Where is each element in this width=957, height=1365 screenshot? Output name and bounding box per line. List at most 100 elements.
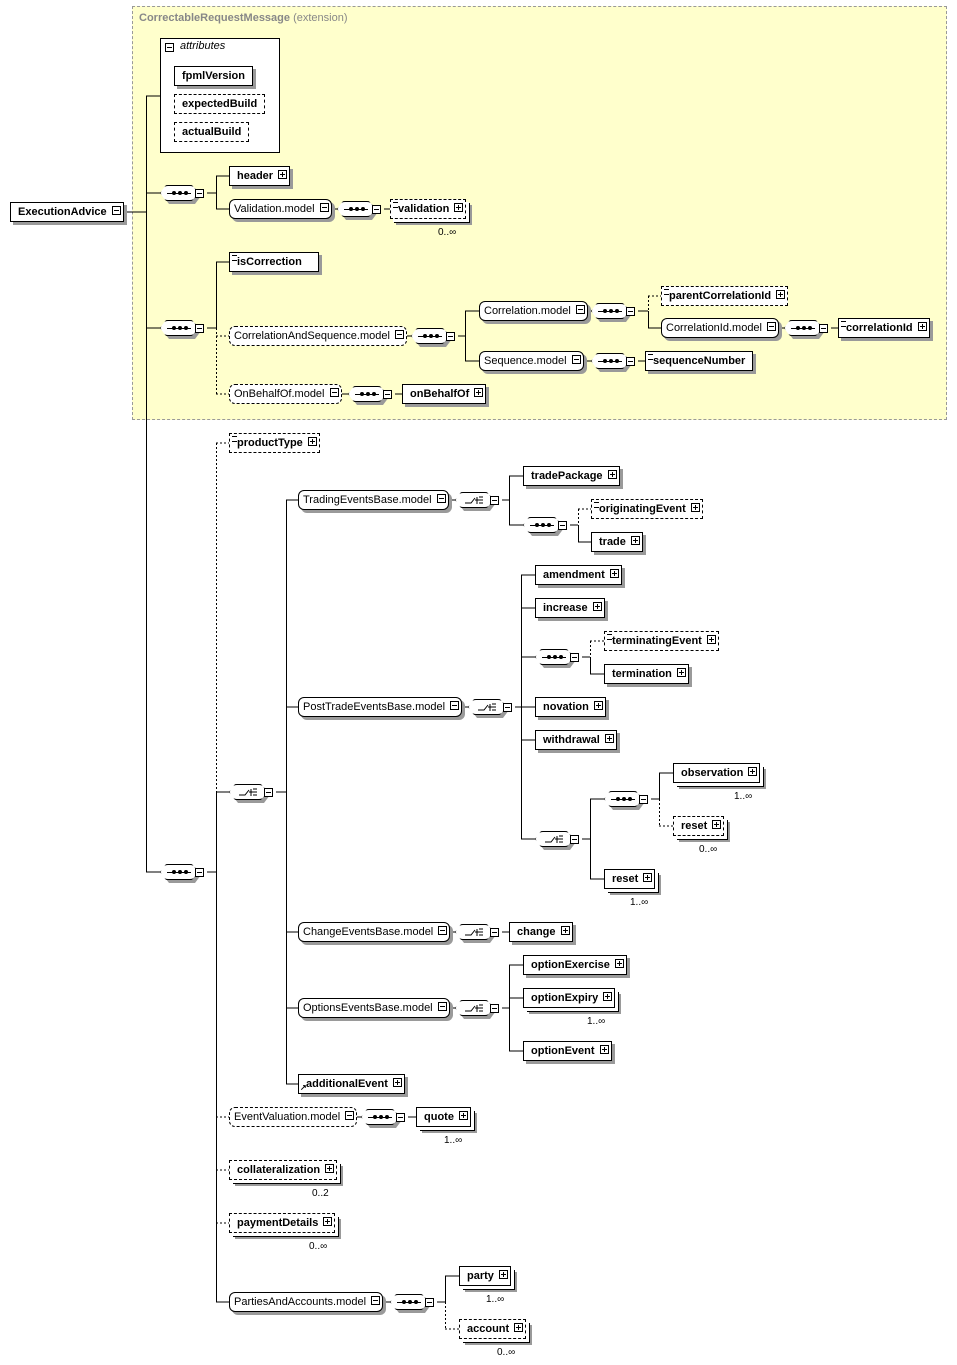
expand-icon[interactable]: [560, 926, 570, 935]
collapse-icon[interactable]: [626, 357, 635, 366]
collapse-icon[interactable]: [570, 653, 579, 662]
collapse-icon[interactable]: [195, 189, 204, 198]
element-productType[interactable]: productType: [229, 433, 320, 453]
group-post-trade-events-model[interactable]: PostTradeEventsBase.model: [298, 697, 463, 717]
element-quote[interactable]: quote: [416, 1107, 471, 1127]
element-change[interactable]: change: [509, 922, 573, 942]
expand-icon[interactable]: [614, 959, 624, 968]
expand-icon[interactable]: [776, 290, 786, 299]
collapse-icon[interactable]: [571, 355, 581, 364]
element-party[interactable]: party: [459, 1266, 511, 1286]
expand-icon[interactable]: [604, 734, 614, 743]
expand-icon[interactable]: [609, 569, 619, 578]
expand-icon[interactable]: [706, 635, 716, 644]
collapse-icon[interactable]: [639, 795, 648, 804]
choice-compositor[interactable]: [455, 924, 499, 946]
collapse-icon[interactable]: [436, 494, 446, 503]
group-onBehalfOf-model[interactable]: OnBehalfOf.model: [229, 384, 342, 404]
group-correlation-and-sequence-model[interactable]: CorrelationAndSequence.model: [229, 326, 407, 346]
group-options-events-model[interactable]: OptionsEventsBase.model: [298, 998, 450, 1018]
choice-compositor[interactable]: [455, 1000, 499, 1022]
root-element[interactable]: ExecutionAdvice: [10, 202, 124, 222]
element-optionEvent[interactable]: optionEvent: [523, 1041, 612, 1061]
collapse-icon[interactable]: [446, 332, 455, 341]
sequence-compositor[interactable]: [361, 1109, 405, 1131]
expand-icon[interactable]: [474, 388, 484, 397]
collapse-icon[interactable]: [490, 1004, 499, 1013]
sequence-compositor[interactable]: [604, 791, 648, 813]
element-amendment[interactable]: amendment: [535, 565, 622, 585]
element-optionExercise[interactable]: optionExercise: [523, 955, 627, 975]
expand-icon[interactable]: [392, 1078, 402, 1087]
expand-icon[interactable]: [325, 1164, 335, 1173]
collapse-icon[interactable]: [490, 496, 499, 505]
element-additionalEvent[interactable]: ↗additionalEvent: [298, 1074, 405, 1094]
expand-icon[interactable]: [307, 437, 317, 446]
element-tradePackage[interactable]: tradePackage: [523, 466, 620, 486]
expand-icon[interactable]: [676, 668, 686, 677]
element-paymentDetails[interactable]: paymentDetails: [229, 1213, 336, 1233]
sequence-compositor[interactable]: [337, 201, 381, 223]
attribute-expectedBuild[interactable]: expectedBuild: [174, 94, 266, 114]
collapse-icon[interactable]: [819, 324, 828, 333]
group-trading-events-model[interactable]: TradingEventsBase.model: [298, 490, 449, 510]
element-observation[interactable]: observation: [673, 763, 761, 783]
choice-compositor[interactable]: [535, 831, 579, 853]
expand-icon[interactable]: [514, 1323, 524, 1332]
collapse-icon[interactable]: [438, 926, 448, 935]
sequence-compositor[interactable]: [591, 353, 635, 375]
group-sequence-model[interactable]: Sequence.model: [479, 351, 584, 371]
collapse-icon[interactable]: [575, 305, 585, 314]
element-termination[interactable]: termination: [604, 664, 689, 684]
collapse-icon[interactable]: [767, 322, 776, 331]
element-onBehalfOf[interactable]: onBehalfOf: [402, 384, 487, 404]
attribute-fpmlVersion[interactable]: fpmlVersion: [174, 66, 253, 86]
attribute-actualBuild[interactable]: actualBuild: [174, 122, 250, 142]
collapse-icon[interactable]: [490, 928, 499, 937]
expand-icon[interactable]: [593, 701, 603, 710]
expand-icon[interactable]: [454, 203, 464, 212]
collapse-icon[interactable]: [264, 788, 273, 797]
collapse-icon[interactable]: [570, 835, 579, 844]
collapse-icon[interactable]: [195, 868, 204, 877]
sequence-compositor[interactable]: [523, 517, 567, 539]
sequence-compositor[interactable]: [411, 328, 455, 350]
expand-icon[interactable]: [498, 1270, 508, 1279]
sequence-compositor[interactable]: [535, 649, 579, 671]
element-increase[interactable]: increase: [535, 598, 605, 618]
expand-icon[interactable]: [607, 470, 617, 479]
collapse-icon[interactable]: [383, 390, 392, 399]
element-account[interactable]: account: [459, 1319, 527, 1339]
collapse-icon[interactable]: [626, 307, 635, 316]
expand-icon[interactable]: [690, 503, 700, 512]
collapse-icon[interactable]: [372, 205, 381, 214]
group-event-valuation-model[interactable]: EventValuation.model: [229, 1107, 358, 1127]
choice-compositor[interactable]: [229, 784, 273, 806]
expand-icon[interactable]: [323, 1217, 333, 1226]
collapse-icon[interactable]: [558, 521, 567, 530]
sequence-compositor[interactable]: [591, 303, 635, 325]
element-terminatingEvent[interactable]: terminatingEvent: [604, 631, 719, 651]
element-reset[interactable]: reset: [604, 869, 656, 889]
sequence-compositor[interactable]: [160, 864, 204, 886]
sequence-compositor[interactable]: [390, 1294, 434, 1316]
collapse-icon[interactable]: [371, 1296, 381, 1305]
expand-icon[interactable]: [278, 170, 288, 179]
element-sequenceNumber[interactable]: sequenceNumber: [645, 351, 754, 371]
group-correlation-model[interactable]: Correlation.model: [479, 301, 588, 321]
sequence-compositor[interactable]: [348, 386, 392, 408]
collapse-icon[interactable]: [450, 701, 460, 710]
collapse-icon[interactable]: [195, 324, 204, 333]
choice-compositor[interactable]: [455, 492, 499, 514]
element-header[interactable]: header: [229, 166, 291, 186]
sequence-compositor[interactable]: [160, 320, 204, 342]
group-correlationId-model[interactable]: CorrelationId.model: [661, 318, 779, 338]
collapse-icon[interactable]: [111, 206, 121, 215]
collapse-icon[interactable]: [394, 330, 404, 339]
element-collateralization[interactable]: collateralization: [229, 1160, 338, 1180]
collapse-icon[interactable]: [437, 1002, 447, 1011]
collapse-icon[interactable]: [503, 703, 512, 712]
expand-icon[interactable]: [603, 992, 613, 1001]
element-optionExpiry[interactable]: optionExpiry: [523, 988, 616, 1008]
group-validation-model[interactable]: Validation.model: [229, 199, 332, 219]
